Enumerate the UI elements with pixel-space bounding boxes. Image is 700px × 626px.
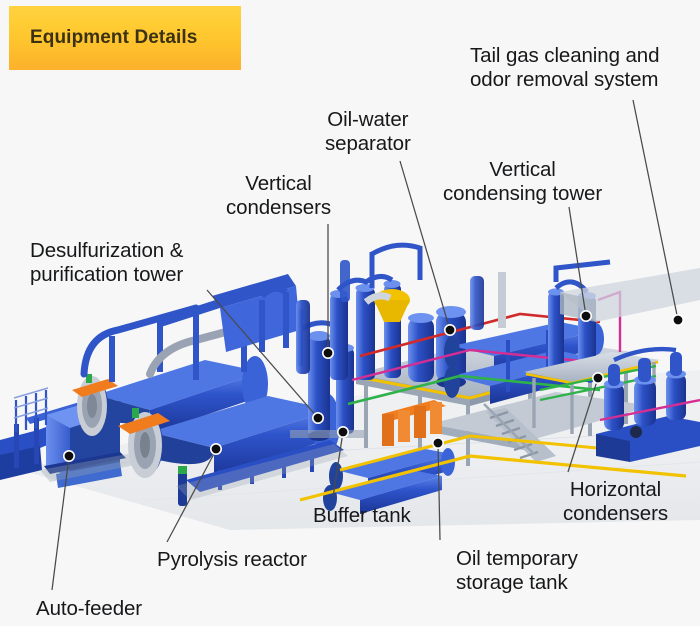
horizontal-condensers-label: Horizontal condensers bbox=[563, 478, 668, 525]
cyclone-separator bbox=[363, 289, 410, 322]
anchor-dot-oil-temp bbox=[431, 436, 444, 449]
auto-feeder-label: Auto-feeder bbox=[36, 597, 143, 620]
anchor-dot-auto-feeder bbox=[62, 449, 75, 462]
desulfurization-purification-tower-label: Desulfurization & purification tower bbox=[30, 239, 184, 286]
anchor-dot-desulf bbox=[311, 411, 324, 424]
leader-pyrolysis bbox=[166, 449, 217, 543]
anchor-dot-buffer bbox=[336, 425, 349, 438]
auxiliary-towers bbox=[259, 260, 484, 374]
central-process-block bbox=[299, 242, 687, 514]
leader-tail-gas bbox=[632, 99, 679, 321]
buffer-tank-label: Buffer tank bbox=[313, 504, 411, 527]
banner-title: Equipment Details bbox=[30, 27, 198, 48]
leader-oil-water bbox=[399, 160, 451, 331]
leader-oil-temp bbox=[437, 442, 441, 541]
anchor-dot-vertical-cond bbox=[321, 346, 334, 359]
oil-temporary-storage-tank-label: Oil temporary storage tank bbox=[456, 547, 578, 594]
pyrolysis-reactor-label: Pyrolysis reactor bbox=[157, 548, 307, 571]
heat-exchanger-modules bbox=[382, 400, 446, 446]
anchor-dot-pyrolysis bbox=[210, 442, 223, 455]
vertical-condensing-towers bbox=[524, 259, 660, 434]
callout-leaders bbox=[51, 99, 679, 591]
leader-horizontal bbox=[567, 377, 599, 473]
leader-buffer bbox=[332, 431, 344, 498]
anchor-dot-oil-water bbox=[443, 323, 456, 336]
leader-auto-feeder bbox=[51, 456, 70, 591]
vertical-condensers-label: Vertical condensers bbox=[226, 172, 331, 219]
vertical-condensing-tower-label: Vertical condensing tower bbox=[443, 158, 603, 205]
buffer-tanks-group bbox=[323, 448, 455, 514]
anchor-dot-tail-gas bbox=[671, 313, 684, 326]
oil-water-separator-label: Oil-water separator bbox=[325, 108, 411, 155]
anchor-dot-horizontal bbox=[591, 371, 604, 384]
leader-vcond-tower bbox=[568, 206, 587, 317]
anchor-dot-vcond-tower bbox=[579, 309, 592, 322]
leader-desulf bbox=[206, 289, 319, 419]
tail-gas-cleaning-label: Tail gas cleaning and odor removal syste… bbox=[470, 44, 660, 91]
callout-anchor-dots bbox=[62, 309, 684, 462]
equipment-details-banner: Equipment Details bbox=[9, 6, 241, 70]
